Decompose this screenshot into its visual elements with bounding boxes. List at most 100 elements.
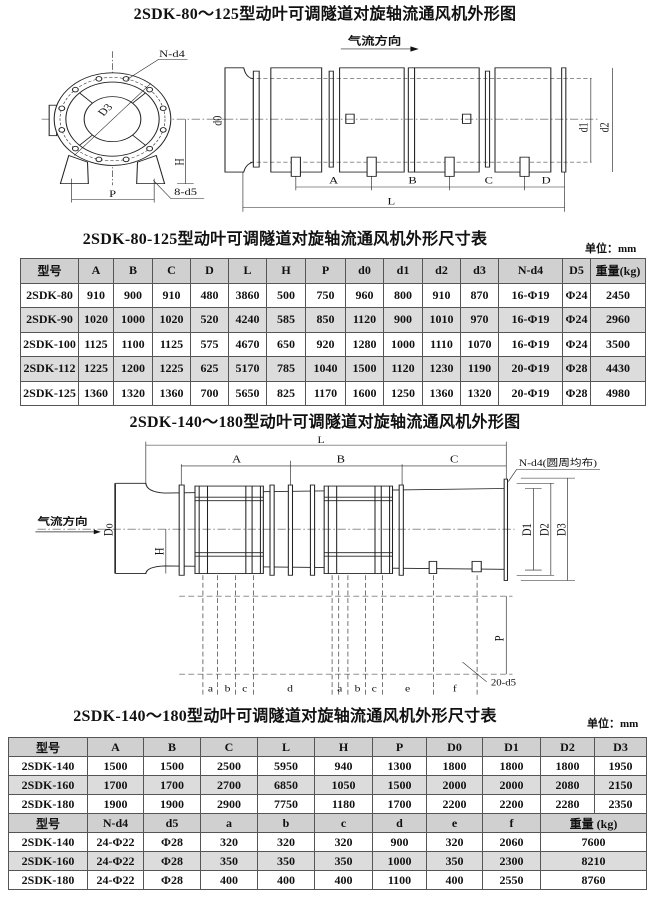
header-cell: H <box>314 737 373 757</box>
dim-c-label: C <box>485 176 493 187</box>
table-cell: 1050 <box>314 775 373 795</box>
nd4-label: N-d4(圆周均布) <box>519 458 598 469</box>
h-label: H <box>173 158 186 165</box>
table-cell: 2060 <box>482 832 541 852</box>
table-cell: 320 <box>314 832 373 852</box>
table-cell: 5170 <box>228 356 267 382</box>
table-cell: 750 <box>305 282 346 308</box>
table-cell: 2080 <box>540 775 595 795</box>
bolt-hole <box>58 105 66 112</box>
header-cell: D2 <box>540 737 595 757</box>
table-cell: 5950 <box>257 756 315 776</box>
bottom-dim-label: a <box>337 683 342 694</box>
header-cell: D <box>190 258 229 284</box>
table-cell: 20-Φ19 <box>498 356 563 382</box>
table-cell: 2SDK-80 <box>20 282 79 308</box>
d2-label: D2 <box>539 523 552 536</box>
table-cell: 1700 <box>87 775 144 795</box>
table-cell: 1900 <box>87 794 144 814</box>
bottom-dim-label: d <box>287 683 294 694</box>
table-cell: 1170 <box>305 380 346 406</box>
table-cell: 700 <box>190 380 229 406</box>
table-cell: 1110 <box>422 331 461 357</box>
table-cell: 850 <box>305 307 346 333</box>
table-cell: 1360 <box>152 380 191 406</box>
table-cell: 2150 <box>594 775 647 795</box>
table-cell: 2700 <box>200 775 258 795</box>
table-cell: Φ24 <box>562 307 591 333</box>
table-cell: Φ24 <box>562 282 591 308</box>
table1-unit: 单位：mm <box>585 243 637 255</box>
header-cell: N-d4 <box>498 258 563 284</box>
table-cell: Φ28 <box>143 870 201 890</box>
table-cell: Φ28 <box>143 832 201 852</box>
table-cell: 625 <box>190 356 229 382</box>
table-cell: 900 <box>372 832 427 852</box>
table-cell: 7750 <box>257 794 315 814</box>
table-cell: 1000 <box>113 307 153 333</box>
table-cell: 350 <box>314 851 373 871</box>
header-cell: L <box>228 258 267 284</box>
header-cell: d2 <box>422 258 461 284</box>
table-cell: 1125 <box>78 331 114 357</box>
table-cell: 1500 <box>345 356 384 382</box>
table-cell: 585 <box>266 307 306 333</box>
table-cell: 910 <box>152 282 191 308</box>
table-cell: 1280 <box>345 331 384 357</box>
bolt-hole <box>159 127 167 133</box>
bottom-dim-label: b <box>225 683 231 694</box>
table-cell: 960 <box>345 282 384 308</box>
header-cell: e <box>426 813 483 833</box>
table-cell: 1250 <box>383 380 423 406</box>
table-cell: 1010 <box>422 307 461 333</box>
table-cell: 2550 <box>482 870 541 890</box>
d0-label: d0 <box>212 116 225 126</box>
table2-title: 2SDK-140～180型动叶可调隧道对旋轴流通风机外形尺寸表 <box>73 708 497 725</box>
header-cell: 型号 <box>20 258 79 284</box>
side-view: 气流方向 A B C D L d0 d1 d2 <box>212 34 613 212</box>
dim-b-label: B <box>337 454 346 465</box>
table-cell: 785 <box>266 356 306 382</box>
table-cell: 3500 <box>590 331 646 357</box>
drawing1-outline: D3 N-d4 H P 8-d5 气流方向 A B C <box>41 34 613 212</box>
table-cell: 4670 <box>228 331 267 357</box>
front-view: D3 N-d4 H P 8-d5 <box>41 49 234 203</box>
bolt-hole <box>71 145 79 152</box>
table1-title: 2SDK-80-125型动叶可调隧道对旋轴流通风机外形尺寸表 <box>82 231 488 248</box>
bolt-hole <box>95 156 103 163</box>
table-cell: 1320 <box>460 380 499 406</box>
table-cell: 350 <box>200 851 258 871</box>
bottom-dim-label: a <box>208 683 213 694</box>
table-cell: 1500 <box>372 775 427 795</box>
table-cell: Φ24 <box>562 331 591 357</box>
table-cell: 1360 <box>78 380 114 406</box>
table-cell: 1300 <box>372 756 427 776</box>
table-cell: 4980 <box>590 380 646 406</box>
table-cell: 24-Φ22 <box>87 851 144 871</box>
bottom-dim-label: e <box>405 683 410 694</box>
do-label: Do <box>103 523 116 536</box>
d3-label: D3 <box>556 523 569 536</box>
table-cell: 800 <box>383 282 423 308</box>
table-cell: 2SDK-160 <box>8 851 88 871</box>
table-cell: 1500 <box>87 756 144 776</box>
table-cell: 900 <box>113 282 153 308</box>
table-cell: 2SDK-100 <box>20 331 79 357</box>
table-cell: 350 <box>426 851 483 871</box>
table-cell: 1320 <box>113 380 153 406</box>
table-cell: 1900 <box>143 794 201 814</box>
airflow-label: 气流方向 <box>347 34 401 47</box>
bottom-dim-label: c <box>372 683 377 694</box>
table-cell: 7600 <box>540 832 647 852</box>
dim-c-label: C <box>450 454 459 465</box>
table-cell: 2SDK-180 <box>8 870 88 890</box>
table-cell: 1600 <box>345 380 384 406</box>
dim-b-label: B <box>408 176 416 187</box>
p-label: P <box>109 189 116 200</box>
header-cell: L <box>257 737 315 757</box>
table-cell: 2SDK-125 <box>20 380 79 406</box>
